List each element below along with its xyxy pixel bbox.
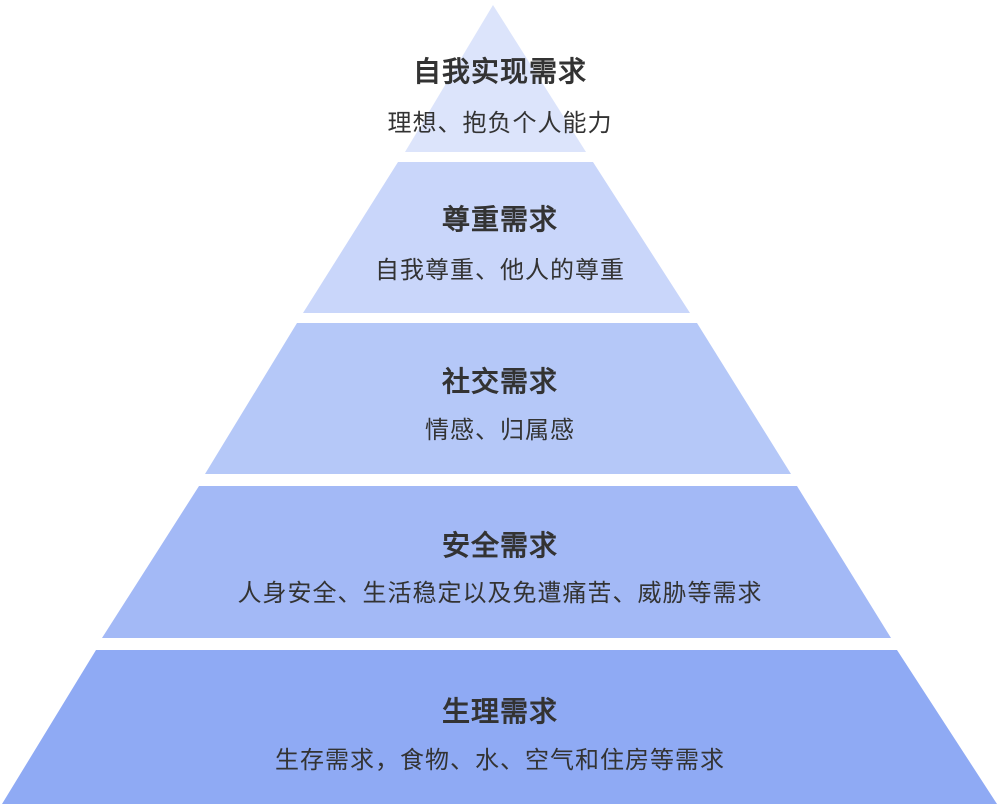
pyramid-level-self-actualization [405, 5, 586, 152]
level-1-title: 自我实现需求 [412, 55, 587, 88]
pyramid-level-safety [102, 486, 891, 638]
pyramid-level-social [205, 323, 791, 474]
level-1-description: 理想、抱负个人能力 [387, 109, 613, 137]
level-5-description: 生存需求，食物、水、空气和住房等需求 [275, 746, 725, 774]
level-3-description: 情感、归属感 [425, 416, 575, 444]
pyramid-level-physiological [2, 650, 997, 804]
level-3-title: 社交需求 [441, 365, 558, 398]
level-5-title: 生理需求 [441, 695, 558, 728]
level-4-title: 安全需求 [441, 529, 558, 562]
level-2-title: 尊重需求 [441, 203, 558, 236]
level-4-description: 人身安全、生活稳定以及免遭痛苦、威胁等需求 [237, 579, 763, 607]
level-2-description: 自我尊重、他人的尊重 [375, 256, 625, 284]
pyramid-level-esteem [303, 162, 690, 313]
